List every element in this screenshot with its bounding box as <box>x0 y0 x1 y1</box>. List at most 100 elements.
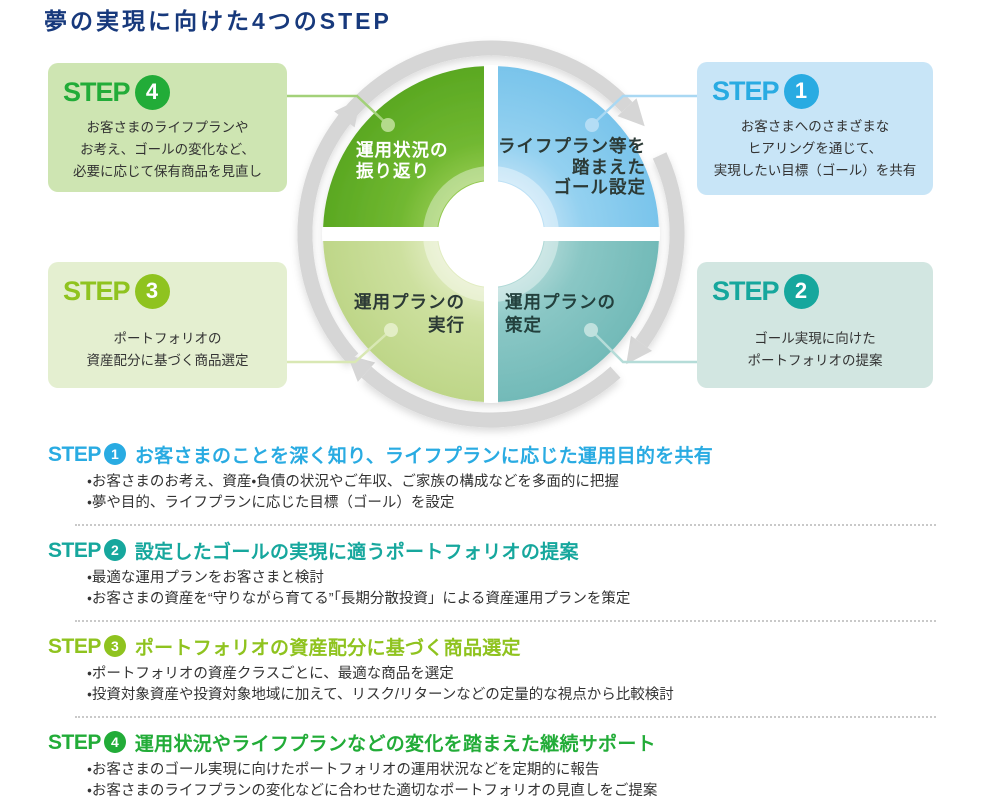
quadrant-label-line: 踏まえた <box>572 156 646 177</box>
step1-box-line: ヒアリングを通じて、 <box>747 141 883 156</box>
step2-box-line: ゴール実現に向けた <box>754 331 876 346</box>
section-step2-badge: 2 <box>103 539 126 561</box>
arrowhead-top-icon <box>617 98 645 127</box>
step3-box-header: STEP 3 <box>48 262 287 309</box>
cycle-arrow-arcs <box>297 40 685 428</box>
quadrant-bottom-right <box>491 234 659 402</box>
step4-box-header: STEP 4 <box>48 63 287 110</box>
quadrant-label-line: ゴール設定 <box>553 177 646 197</box>
arrowhead-right-icon <box>626 335 652 365</box>
step1-box-line: 実現したい目標（ゴール）を共有 <box>713 163 917 178</box>
connector-step3 <box>287 329 392 364</box>
connector-dots <box>381 118 599 337</box>
connector-step1 <box>591 94 697 126</box>
quadrant-label-line: 実行 <box>428 315 465 335</box>
quadrant-bottom-left <box>323 234 491 402</box>
section-step3-step-word: STEP <box>48 634 101 658</box>
arrow-arc-left <box>297 114 359 364</box>
step3-box-line: 資産配分に基づく商品選定 <box>86 353 249 368</box>
quadrant-label-line: ライフプラン等を <box>498 136 646 156</box>
connectors <box>287 94 697 364</box>
quadrant-label-line: 運用状況の <box>356 140 449 160</box>
step4-box-text: お客さまのライフプランや お考え、ゴールの変化など、 必要に応じて保有商品を見直… <box>48 117 287 183</box>
quadrant-label-goal-setting: ライフプラン等を 踏まえた ゴール設定 <box>498 136 646 198</box>
bullet-item: ・お客さまのお考え、資産・負債の状況やご年収、ご家族の構成などを多面的に把握 <box>87 474 619 490</box>
step4-box-step-word: STEP <box>63 76 131 107</box>
step1-box-line: お客さまへのさまざまな <box>740 119 890 134</box>
step4-box: STEP 4 お客さまのライフプランや お考え、ゴールの変化など、 必要に応じて… <box>48 63 287 192</box>
quadrant-label-line: 振り返り <box>356 161 430 181</box>
cycle-diagram <box>287 40 697 428</box>
section-step4-badge: 4 <box>103 731 126 753</box>
step4-box-line: お客さまのライフプランや <box>86 120 249 135</box>
bullet-item: ・お客さまのゴール実現に向けたポートフォリオの運用状況などを定期的に報告 <box>87 762 600 778</box>
step-sections: STEP 1 お客さまのことを深く知り、ライフプランに応じた運用目的を共有 ・お… <box>48 441 936 802</box>
donut-hole <box>438 181 544 287</box>
step2-box-header: STEP 2 <box>697 262 933 309</box>
section-step2: STEP 2 設定したゴールの実現に適うポートフォリオの提案 ・最適な運用プラン… <box>48 537 936 610</box>
section-step3: STEP 3 ポートフォリオの資産配分に基づく商品選定 ・ポートフォリオの資産ク… <box>48 633 936 706</box>
bullet-item: ・お客さまの資産を“守りながら育てる”「長期分散投資」による資産運用プランを策定 <box>87 591 631 607</box>
quadrant-label-line: 運用プランの <box>505 292 616 312</box>
connector-step4 <box>287 94 389 126</box>
step3-box: STEP 3 ポートフォリオの 資産配分に基づく商品選定 <box>48 262 287 388</box>
page-title: 夢の実現に向けた4つのSTEP <box>44 8 392 34</box>
section-step2-heading: STEP 2 設定したゴールの実現に適うポートフォリオの提案 <box>48 537 936 563</box>
step3-badge: 3 <box>134 273 170 309</box>
step1-box-header: STEP 1 <box>697 62 933 109</box>
arrow-arc-right <box>635 152 685 348</box>
step2-box: STEP 2 ゴール実現に向けた ポートフォリオの提案 <box>697 262 933 388</box>
connector-dot-step4 <box>381 118 395 132</box>
step2-box-step-word: STEP <box>712 275 780 306</box>
step1-box-step-word: STEP <box>712 75 780 106</box>
section-step2-bullets: ・最適な運用プランをお客さまと検討 ・お客さまの資産を“守りながら育てる”「長期… <box>87 568 936 610</box>
bullet-item: ・最適な運用プランをお客さまと検討 <box>87 570 324 586</box>
section-step3-badge: 3 <box>103 635 126 657</box>
step3-box-text: ポートフォリオの 資産配分に基づく商品選定 <box>48 328 287 372</box>
step1-box: STEP 1 お客さまへのさまざまな ヒアリングを通じて、 実現したい目標（ゴー… <box>697 62 933 195</box>
section-step1: STEP 1 お客さまのことを深く知り、ライフプランに応じた運用目的を共有 ・お… <box>48 441 936 514</box>
section-step2-step-word: STEP <box>48 538 101 562</box>
connector-step2 <box>590 329 697 364</box>
section-divider <box>75 620 936 622</box>
section-step1-badge: 1 <box>103 443 126 465</box>
connector-dot-step3 <box>384 323 398 337</box>
quadrant-label-plan-execution: 運用プランの 実行 <box>354 291 465 337</box>
section-step3-heading: STEP 3 ポートフォリオの資産配分に基づく商品選定 <box>48 633 936 659</box>
step4-box-line: お考え、ゴールの変化など、 <box>80 142 255 157</box>
bullet-item: ・お客さまのライフプランの変化などに合わせた適切なポートフォリオの見直しをご提案 <box>87 783 658 799</box>
bullet-item: ・投資対象資産や投資対象地域に加えて、リスク/リターンなどの定量的な視点から比較… <box>87 687 674 703</box>
step1-badge: 1 <box>783 73 819 109</box>
quadrant-label-line: 策定 <box>505 315 542 335</box>
arrow-arc-top <box>336 40 633 127</box>
quadrant-top-left <box>323 66 491 234</box>
bullet-item: ・夢や目的、ライフプランに応じた目標（ゴール）を設定 <box>87 495 455 511</box>
section-step4-step-word: STEP <box>48 730 101 754</box>
inner-highlight-ring <box>423 166 559 302</box>
section-divider <box>75 716 936 718</box>
quadrant-label-review: 運用状況の 振り返り <box>356 140 449 182</box>
section-step3-title: ポートフォリオの資産配分に基づく商品選定 <box>134 637 521 659</box>
section-step1-step-word: STEP <box>48 442 101 466</box>
section-step4-bullets: ・お客さまのゴール実現に向けたポートフォリオの運用状況などを定期的に報告 ・お客… <box>87 760 936 802</box>
arrow-arc-bottom <box>361 366 621 428</box>
section-step4-title: 運用状況やライフプランなどの変化を踏まえた継続サポート <box>134 733 656 755</box>
quadrant-label-plan-formulation: 運用プランの 策定 <box>505 291 616 337</box>
section-step4-heading: STEP 4 運用状況やライフプランなどの変化を踏まえた継続サポート <box>48 729 936 755</box>
step2-badge: 2 <box>783 273 819 309</box>
step1-box-text: お客さまへのさまざまな ヒアリングを通じて、 実現したい目標（ゴール）を共有 <box>697 116 933 182</box>
section-divider <box>75 524 936 526</box>
step2-box-line: ポートフォリオの提案 <box>747 353 883 368</box>
step2-box-text: ゴール実現に向けた ポートフォリオの提案 <box>697 328 933 372</box>
quadrant-top-right <box>491 66 659 234</box>
section-step1-heading: STEP 1 お客さまのことを深く知り、ライフプランに応じた運用目的を共有 <box>48 441 936 467</box>
arrowhead-left-icon <box>334 98 361 128</box>
connector-dot-step1 <box>585 118 599 132</box>
step3-box-line: ポートフォリオの <box>113 331 222 346</box>
bullet-item: ・ポートフォリオの資産クラスごとに、最適な商品を選定 <box>87 666 454 682</box>
quadrant-label-line: 運用プランの <box>354 292 465 312</box>
section-step1-bullets: ・お客さまのお考え、資産・負債の状況やご年収、ご家族の構成などを多面的に把握 ・… <box>87 472 936 514</box>
section-step3-bullets: ・ポートフォリオの資産クラスごとに、最適な商品を選定 ・投資対象資産や投資対象地… <box>87 664 936 706</box>
connector-dot-step2 <box>584 323 598 337</box>
section-step4: STEP 4 運用状況やライフプランなどの変化を踏まえた継続サポート ・お客さま… <box>48 729 936 802</box>
